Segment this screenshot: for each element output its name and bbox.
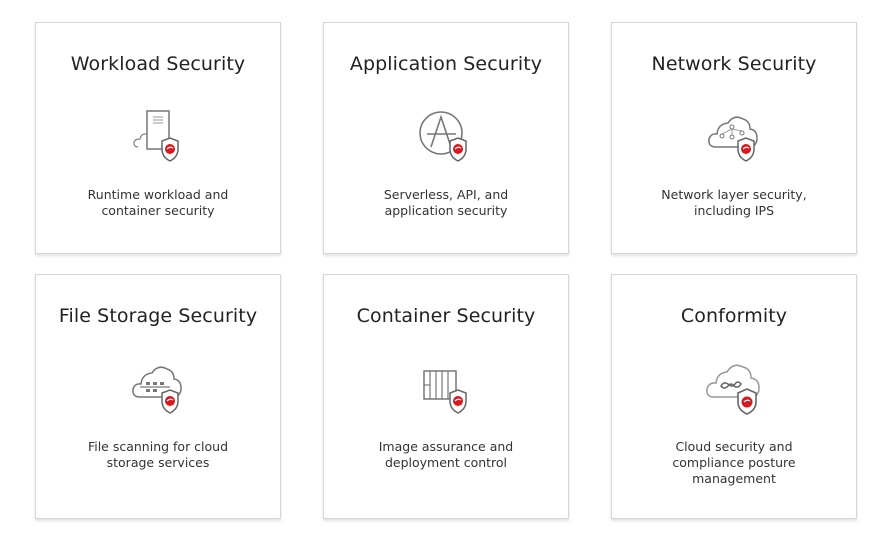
container-shield-icon: [416, 355, 476, 415]
app-shield-icon: [416, 103, 476, 163]
storage-cloud-shield-icon: [128, 355, 188, 415]
conformity-cloud-shield-icon: [704, 355, 764, 415]
card-title: Conformity: [680, 305, 788, 327]
card-title: Workload Security: [70, 53, 246, 75]
card-application-security[interactable]: Application Security Serverless, API, an…: [323, 22, 569, 254]
card-description: Cloud security and compliance posture ma…: [672, 439, 796, 486]
card-description: File scanning for cloud storage services: [87, 439, 229, 470]
card-description: Image assurance and deployment control: [378, 439, 514, 470]
card-title: Container Security: [356, 305, 536, 327]
card-workload-security[interactable]: Workload Security Runtime workload and c…: [35, 22, 281, 254]
card-conformity[interactable]: Conformity Cloud security and compliance…: [611, 274, 857, 519]
network-cloud-shield-icon: [704, 103, 764, 163]
card-title: Application Security: [349, 53, 543, 75]
card-file-storage-security[interactable]: File Storage Security File scanning for …: [35, 274, 281, 519]
card-title: File Storage Security: [58, 305, 258, 327]
card-container-security[interactable]: Container Security Image assurance and d…: [323, 274, 569, 519]
card-network-security[interactable]: Network Security Network layer security,…: [611, 22, 857, 254]
server-shield-icon: [128, 103, 188, 163]
card-description: Network layer security, including IPS: [661, 187, 807, 218]
card-description: Runtime workload and container security: [87, 187, 229, 218]
card-description: Serverless, API, and application securit…: [383, 187, 509, 218]
card-title: Network Security: [651, 53, 817, 75]
